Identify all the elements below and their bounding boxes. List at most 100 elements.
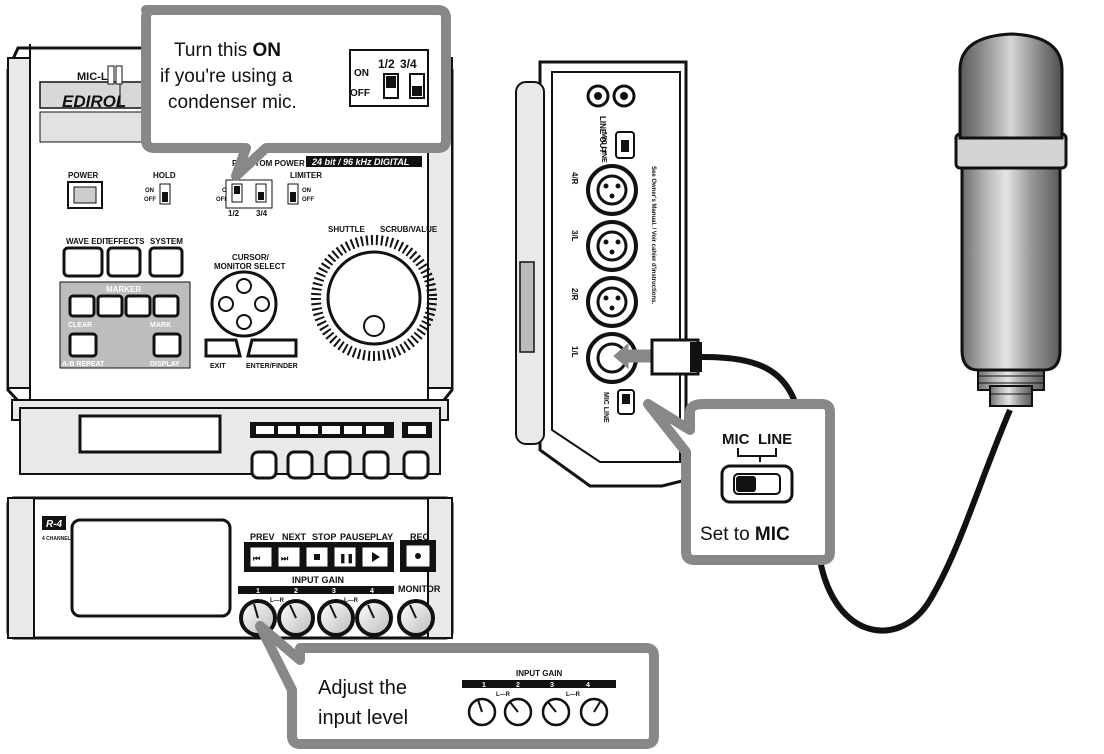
svg-text:L—R: L—R bbox=[270, 598, 285, 604]
svg-text:2/R: 2/R bbox=[570, 288, 579, 301]
svg-text:PLAY: PLAY bbox=[370, 532, 393, 542]
mic-l-label: MIC-L bbox=[77, 71, 108, 83]
callout-input-gain-title: INPUT GAIN bbox=[516, 669, 562, 678]
limiter-label: LIMITER bbox=[290, 171, 322, 180]
wave-edit-button[interactable] bbox=[62, 246, 104, 278]
svg-text:DISPLAY: DISPLAY bbox=[150, 361, 180, 368]
svg-text:MONITOR SELECT: MONITOR SELECT bbox=[214, 262, 286, 271]
svg-text:OFF: OFF bbox=[216, 197, 228, 203]
svg-text:3: 3 bbox=[550, 682, 554, 689]
callout-input-gain: Adjust the input level INPUT GAIN 1 2 3 … bbox=[255, 621, 659, 749]
svg-text:NEXT: NEXT bbox=[282, 532, 307, 542]
svg-text:OFF: OFF bbox=[350, 88, 370, 99]
phantom-label: PHANTOM POWER bbox=[232, 159, 305, 168]
set-to-mic-text: Set to MIC bbox=[700, 524, 790, 545]
insert-arrow-icon bbox=[613, 342, 653, 370]
ab-repeat-button[interactable] bbox=[68, 332, 98, 358]
recorder-front-view: R-4 4 CHANNEL PORTABLE RECORDER and WAVE… bbox=[6, 496, 454, 640]
manual-note: See Owner's Manual. / Voir cahier d'inst… bbox=[650, 166, 656, 304]
scrub-dial[interactable] bbox=[326, 250, 422, 346]
lcd-screen bbox=[70, 518, 232, 618]
digital-spec-label: 24 bit / 96 kHz DIGITAL bbox=[311, 157, 409, 167]
callout-phantom-power: Turn this ON if you're using a condenser… bbox=[141, 5, 451, 181]
transport-labels: PREV NEXT STOP PAUSE PLAY REC bbox=[250, 532, 430, 542]
svg-text:2: 2 bbox=[294, 588, 298, 595]
svg-text:3: 3 bbox=[332, 588, 336, 595]
prev-button[interactable] bbox=[249, 546, 273, 568]
mark-button[interactable] bbox=[152, 294, 180, 318]
prev-icon: ⏮ bbox=[253, 554, 260, 563]
side-mic-line-label-top: MIC LINE bbox=[600, 132, 607, 163]
svg-text:4: 4 bbox=[586, 682, 590, 689]
svg-text:ON: ON bbox=[354, 68, 369, 79]
play-icon bbox=[372, 552, 380, 562]
shuttle-ring[interactable] bbox=[311, 235, 437, 361]
svg-text:OFF: OFF bbox=[302, 197, 314, 203]
phantom-callout-line1: Turn this ON bbox=[174, 40, 281, 61]
top-gain-knobs bbox=[250, 450, 430, 480]
marker-prev-button[interactable] bbox=[96, 294, 124, 318]
svg-text:PREV: PREV bbox=[250, 532, 275, 542]
xlr-jack-3[interactable] bbox=[586, 220, 638, 272]
input-gain-label: INPUT GAIN bbox=[292, 575, 344, 585]
svg-text:2: 2 bbox=[516, 682, 520, 689]
svg-text:OFF: OFF bbox=[144, 197, 156, 203]
effects-button[interactable] bbox=[106, 246, 142, 278]
pause-icon: ❚❚ bbox=[339, 553, 354, 564]
svg-text:ON: ON bbox=[302, 188, 311, 194]
rec-icon bbox=[415, 553, 421, 559]
svg-text:STOP: STOP bbox=[312, 532, 336, 542]
svg-text:MARK: MARK bbox=[150, 322, 171, 329]
cursor-pad[interactable] bbox=[210, 270, 278, 338]
svg-text:L—R: L—R bbox=[344, 598, 359, 604]
callout-line-label: LINE bbox=[758, 431, 792, 448]
svg-text:CLEAR: CLEAR bbox=[68, 322, 92, 329]
hold-label: HOLD bbox=[153, 171, 176, 180]
marker-label: MARKER bbox=[106, 285, 141, 294]
system-label: SYSTEM bbox=[150, 237, 183, 246]
phantom-callout-line3: condenser mic. bbox=[168, 92, 297, 113]
enter-button[interactable] bbox=[246, 338, 298, 358]
recorder-side-panel: LINE OUT MIC LINE See Owner's Manual. / … bbox=[515, 60, 688, 488]
svg-text:1/L: 1/L bbox=[570, 346, 579, 358]
svg-text:ON: ON bbox=[145, 188, 154, 194]
svg-text:ENTER/FINDER: ENTER/FINDER bbox=[246, 363, 298, 370]
svg-text:3/4: 3/4 bbox=[400, 57, 417, 71]
brand-logo: EDIROL bbox=[62, 92, 126, 111]
svg-text:4: 4 bbox=[370, 588, 374, 595]
xlr-jack-4[interactable] bbox=[586, 164, 638, 216]
gain-callout-line2: input level bbox=[318, 707, 408, 729]
marker-next-button[interactable] bbox=[124, 294, 152, 318]
callout-mic-label: MIC bbox=[722, 431, 750, 448]
svg-text:EXIT: EXIT bbox=[210, 363, 226, 370]
next-icon: ⏭ bbox=[281, 554, 289, 563]
svg-text:1: 1 bbox=[482, 682, 486, 689]
svg-text:3/L: 3/L bbox=[570, 230, 579, 242]
wave-edit-label: WAVE EDIT bbox=[66, 237, 110, 246]
svg-text:3/4: 3/4 bbox=[256, 209, 268, 218]
svg-text:CURSOR/: CURSOR/ bbox=[232, 253, 270, 262]
svg-text:REC: REC bbox=[410, 532, 430, 542]
svg-text:1/2: 1/2 bbox=[378, 57, 395, 71]
pause-button[interactable] bbox=[333, 546, 357, 568]
display-button[interactable] bbox=[152, 332, 182, 358]
monitor-label: MONITOR bbox=[398, 584, 441, 594]
svg-text:SHUTTLE: SHUTTLE bbox=[328, 225, 366, 234]
xlr-jacks: 4/R 3/L 2/R 1/L bbox=[570, 172, 579, 358]
svg-text:L—R: L—R bbox=[496, 692, 511, 698]
stop-icon bbox=[314, 554, 320, 560]
phantom-callout-line2: if you're using a bbox=[160, 66, 293, 87]
condenser-microphone bbox=[954, 32, 1068, 407]
clear-button[interactable] bbox=[68, 294, 96, 318]
svg-text:PAUSE: PAUSE bbox=[340, 532, 370, 542]
xlr-jack-2[interactable] bbox=[586, 276, 638, 328]
exit-button[interactable] bbox=[204, 338, 242, 358]
svg-text:A-B REPEAT: A-B REPEAT bbox=[62, 361, 105, 368]
callout-gain-channel-labels: 1 2 3 4 bbox=[482, 682, 590, 689]
line-out-label: LINE OUT bbox=[598, 116, 607, 153]
callout-mic-line: MIC LINE Set to MIC bbox=[643, 399, 835, 565]
next-button[interactable] bbox=[277, 546, 301, 568]
system-button[interactable] bbox=[148, 246, 184, 278]
svg-text:1/2: 1/2 bbox=[228, 209, 240, 218]
